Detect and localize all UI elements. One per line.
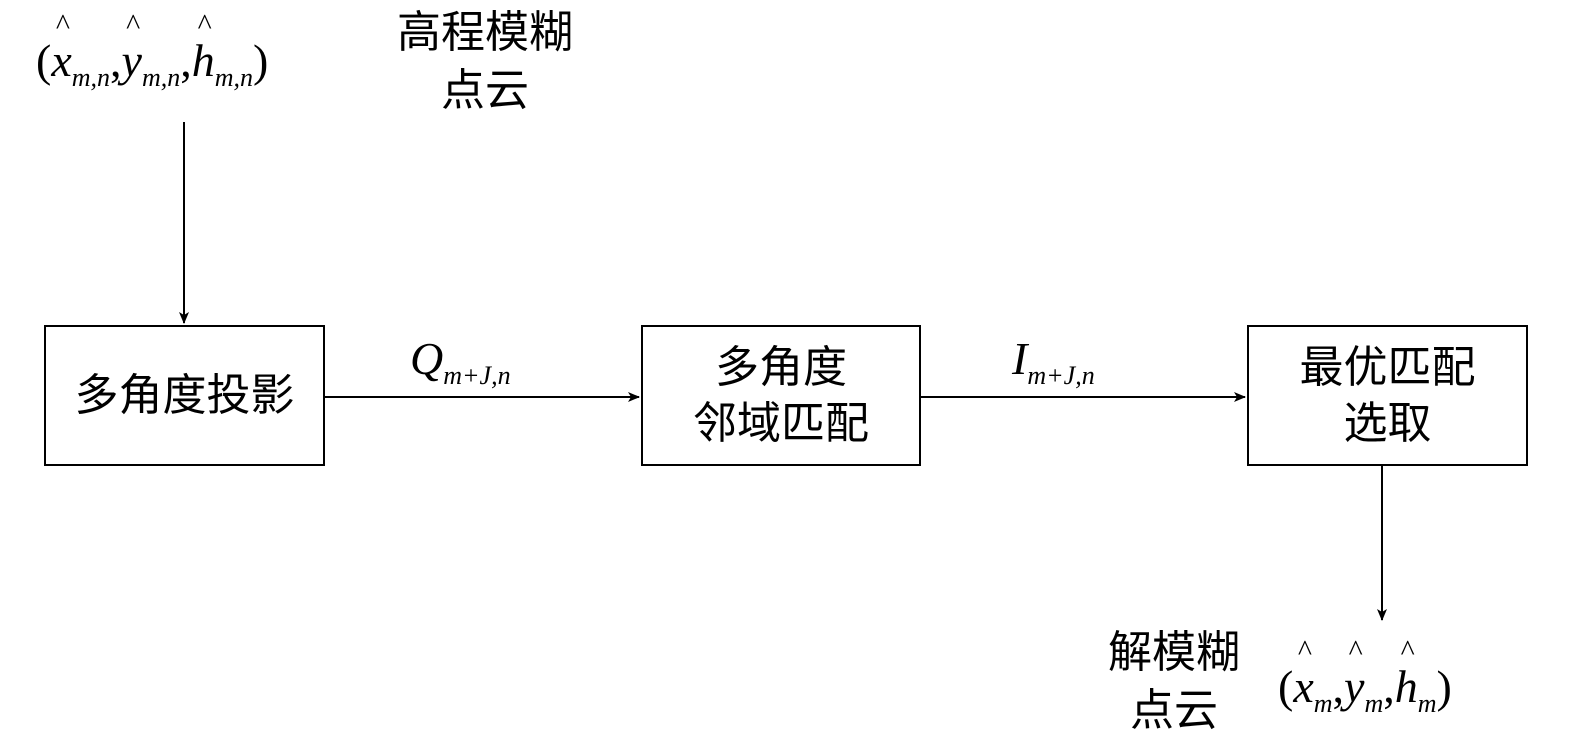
box-label: 多角度 xyxy=(715,341,847,393)
output-label-line1: 解模糊 xyxy=(1108,627,1240,678)
input-label-line2: 点云 xyxy=(441,65,529,116)
box-label: 多角度投影 xyxy=(74,369,295,421)
input-point-cloud-formula: (xm,n,ym,n,hm,n) xyxy=(36,34,268,93)
box-optimal-match-selection: 最优匹配 选取 xyxy=(1247,325,1528,466)
input-label-line1: 高程模糊 xyxy=(397,7,573,58)
input-label: 高程模糊 点云 xyxy=(372,4,598,120)
box-label: 最优匹配 xyxy=(1299,341,1476,393)
output-point-cloud-formula: (xm,ym,hm) xyxy=(1278,660,1452,719)
edge-label-i: Im+J,n xyxy=(1012,333,1095,390)
box-multi-angle-neighborhood-matching: 多角度 邻域匹配 xyxy=(641,325,921,466)
box-label: 选取 xyxy=(1343,397,1432,449)
edge-label-q: Qm+J,n xyxy=(410,333,511,390)
output-label-line2: 点云 xyxy=(1130,685,1218,736)
box-multi-angle-projection: 多角度投影 xyxy=(44,325,325,466)
output-label: 解模糊 点云 xyxy=(1084,624,1264,740)
box-label: 邻域匹配 xyxy=(693,397,869,449)
